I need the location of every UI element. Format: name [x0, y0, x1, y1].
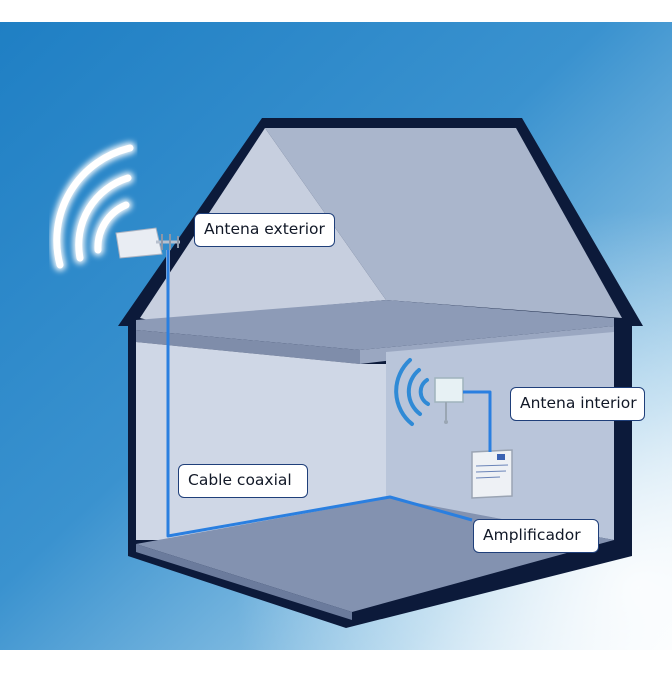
amplifier-icon: [471, 449, 513, 499]
ground-floor-shadow: [136, 544, 352, 620]
indoor-antenna-icon: [434, 377, 464, 424]
signal-waves-icon: [50, 142, 136, 271]
upper-floor-edge: [136, 330, 360, 364]
upper-floor-slab: [136, 300, 614, 350]
coaxial-cable: [166, 250, 492, 538]
indoor-signal-waves-icon: [394, 358, 430, 426]
label-cable-coaxial: Cable coaxial: [178, 464, 308, 498]
label-antena-exterior: Antena exterior: [194, 213, 335, 247]
label-antena-interior: Antena interior: [510, 387, 645, 421]
label-amplificador: Amplificador: [473, 519, 599, 553]
roof-slope: [265, 128, 622, 318]
